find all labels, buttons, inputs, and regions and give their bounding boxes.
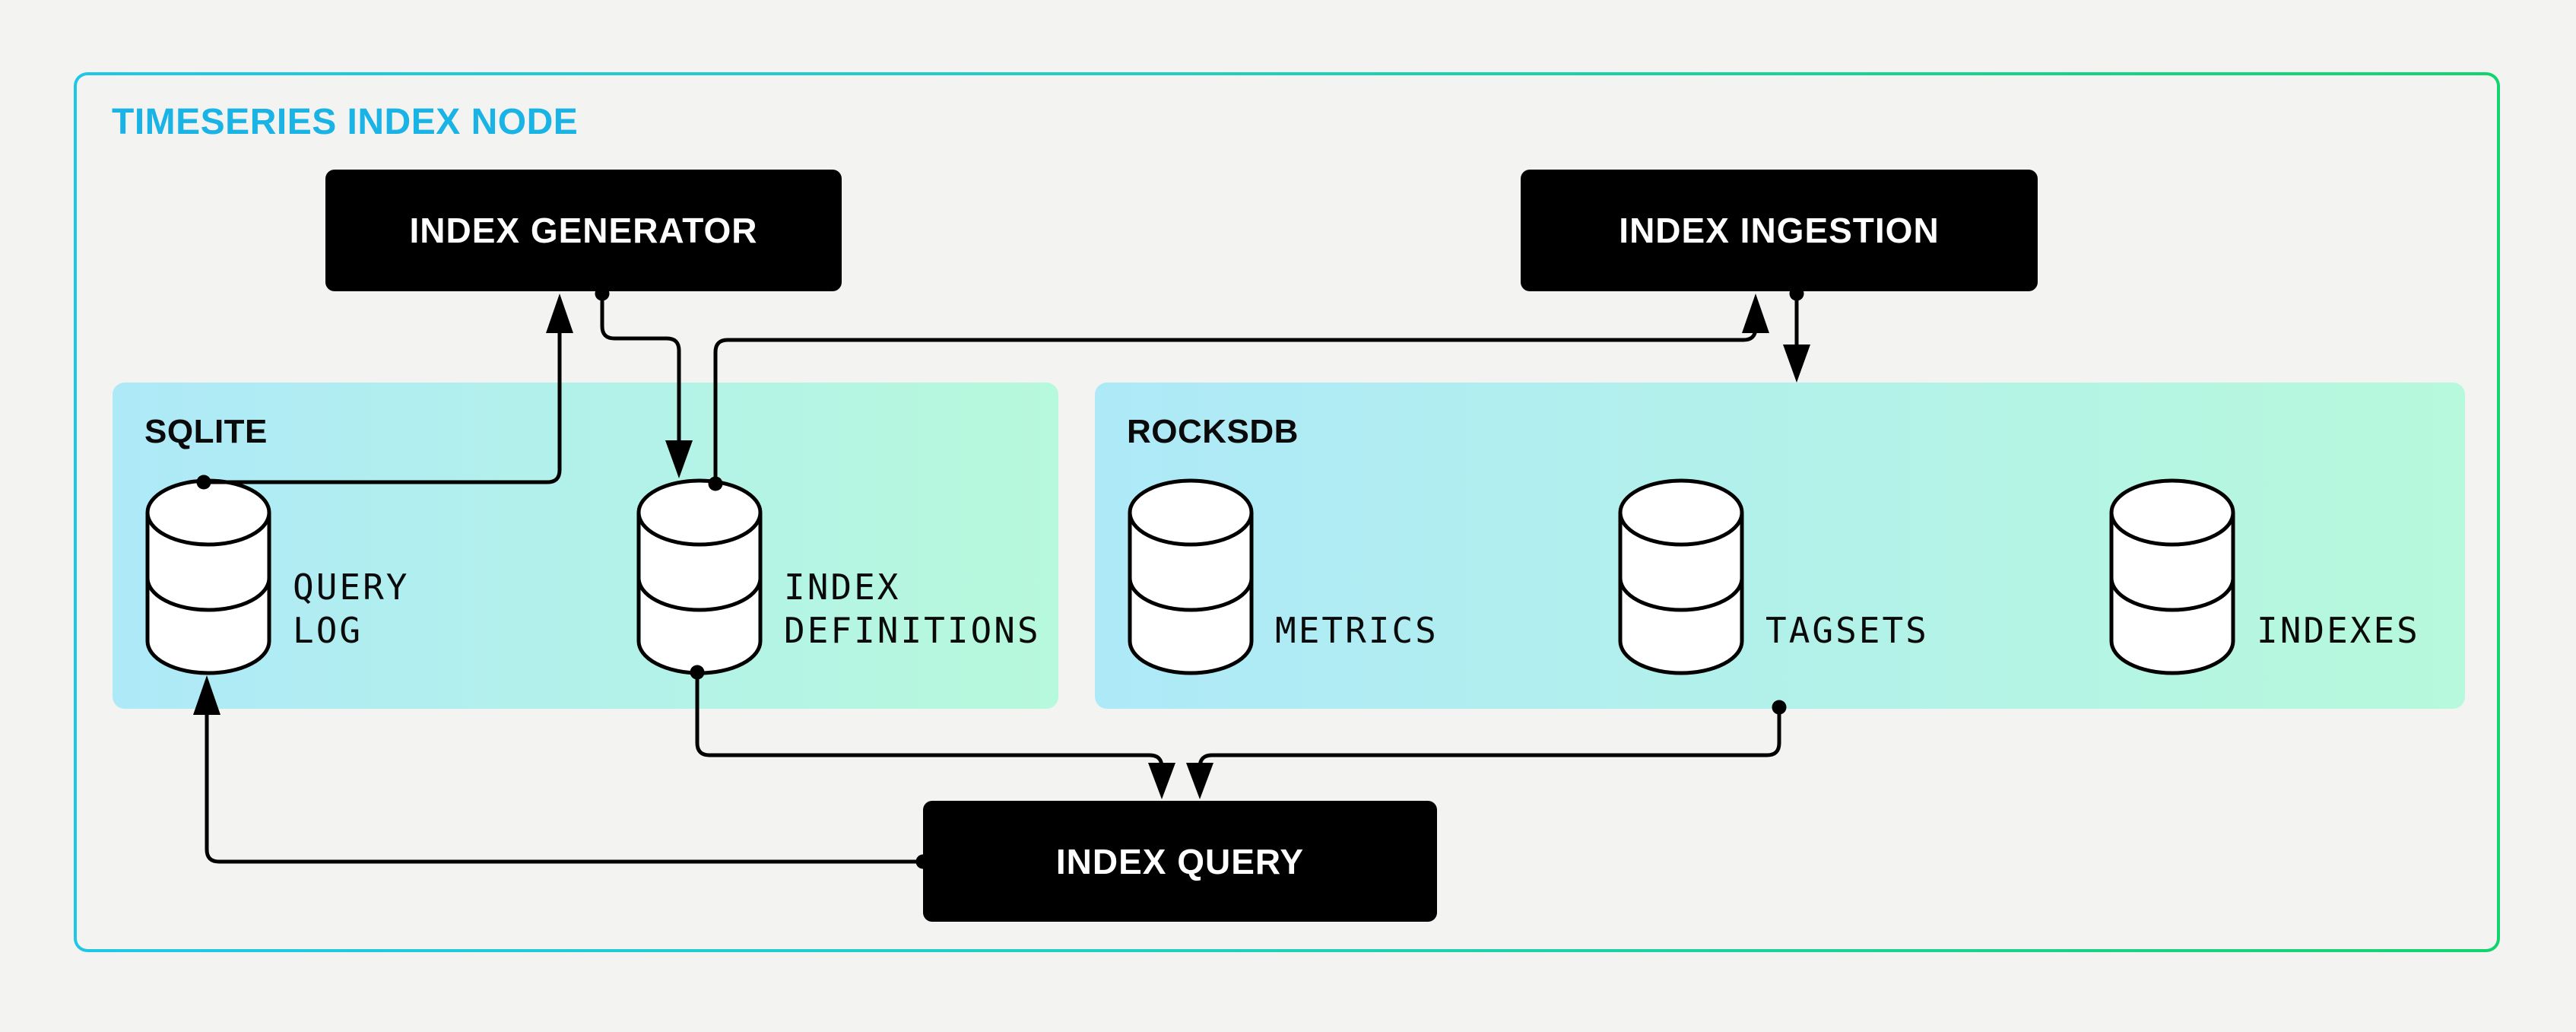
query-log-label: QUERY LOG [293,566,409,653]
query-log-label-line1: QUERY [293,567,410,608]
frame-title: TIMESERIES INDEX NODE [112,102,579,142]
metrics-label: METRICS [1275,610,1439,651]
sqlite-panel-title: SQLITE [144,413,268,450]
rocksdb-panel-title: ROCKSDB [1127,413,1299,450]
index-query-node: INDEX QUERY [923,801,1437,922]
tagsets-label: TAGSETS [1765,610,1929,651]
index-definitions-label: INDEX DEFINITIONS [784,566,1041,653]
index-query-label: INDEX QUERY [1055,841,1305,881]
query-log-label-line2: LOG [293,610,363,651]
rocksdb-panel: ROCKSDB [1095,383,2465,709]
index-generator-node: INDEX GENERATOR [325,170,842,291]
index-definitions-label-line1: INDEX [784,567,901,608]
index-definitions-label-line2: DEFINITIONS [784,610,1041,651]
sqlite-panel: SQLITE [113,383,1058,709]
index-ingestion-node: INDEX INGESTION [1521,170,2038,291]
index-generator-label: INDEX GENERATOR [409,211,758,250]
index-ingestion-label: INDEX INGESTION [1619,211,1940,250]
indexes-label: INDEXES [2257,610,2420,651]
